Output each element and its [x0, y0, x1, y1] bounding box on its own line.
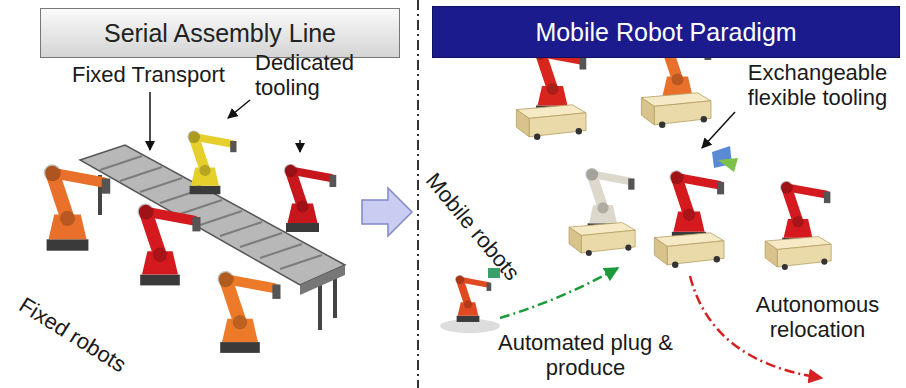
transition-arrow	[362, 188, 412, 236]
fixed-robot	[44, 164, 111, 250]
leader-line	[299, 140, 301, 152]
mobile-robot	[440, 268, 500, 333]
annotation-label: Autonomous relocation	[735, 292, 900, 342]
header-text: Serial Assembly Line	[94, 19, 346, 48]
mobile-robot	[569, 168, 635, 256]
annotation-label: Dedicated tooling	[255, 50, 375, 100]
annotation-label: Mobile robots	[421, 168, 525, 285]
plug-arrow	[500, 268, 618, 318]
mobile-robot	[654, 146, 738, 268]
panel-header: Mobile Robot Paradigm	[432, 6, 900, 58]
mobile-robot	[765, 181, 831, 270]
fixed-robot	[218, 271, 281, 353]
fixed-robot	[138, 204, 201, 286]
annotation-label: Exchangeable flexible tooling	[735, 60, 900, 110]
fixed-robot	[188, 131, 237, 195]
annotation-label: Fixed Transport	[72, 62, 272, 87]
annotation-label: Automated plug & produce	[498, 330, 673, 380]
leader-line	[228, 100, 250, 118]
header-text: Mobile Robot Paradigm	[525, 18, 806, 47]
annotation-label: Fixed robots	[15, 292, 131, 377]
fixed-robot	[284, 164, 337, 232]
leader-line	[702, 112, 735, 148]
leader-line	[149, 92, 151, 150]
mobile-robot	[516, 46, 586, 140]
